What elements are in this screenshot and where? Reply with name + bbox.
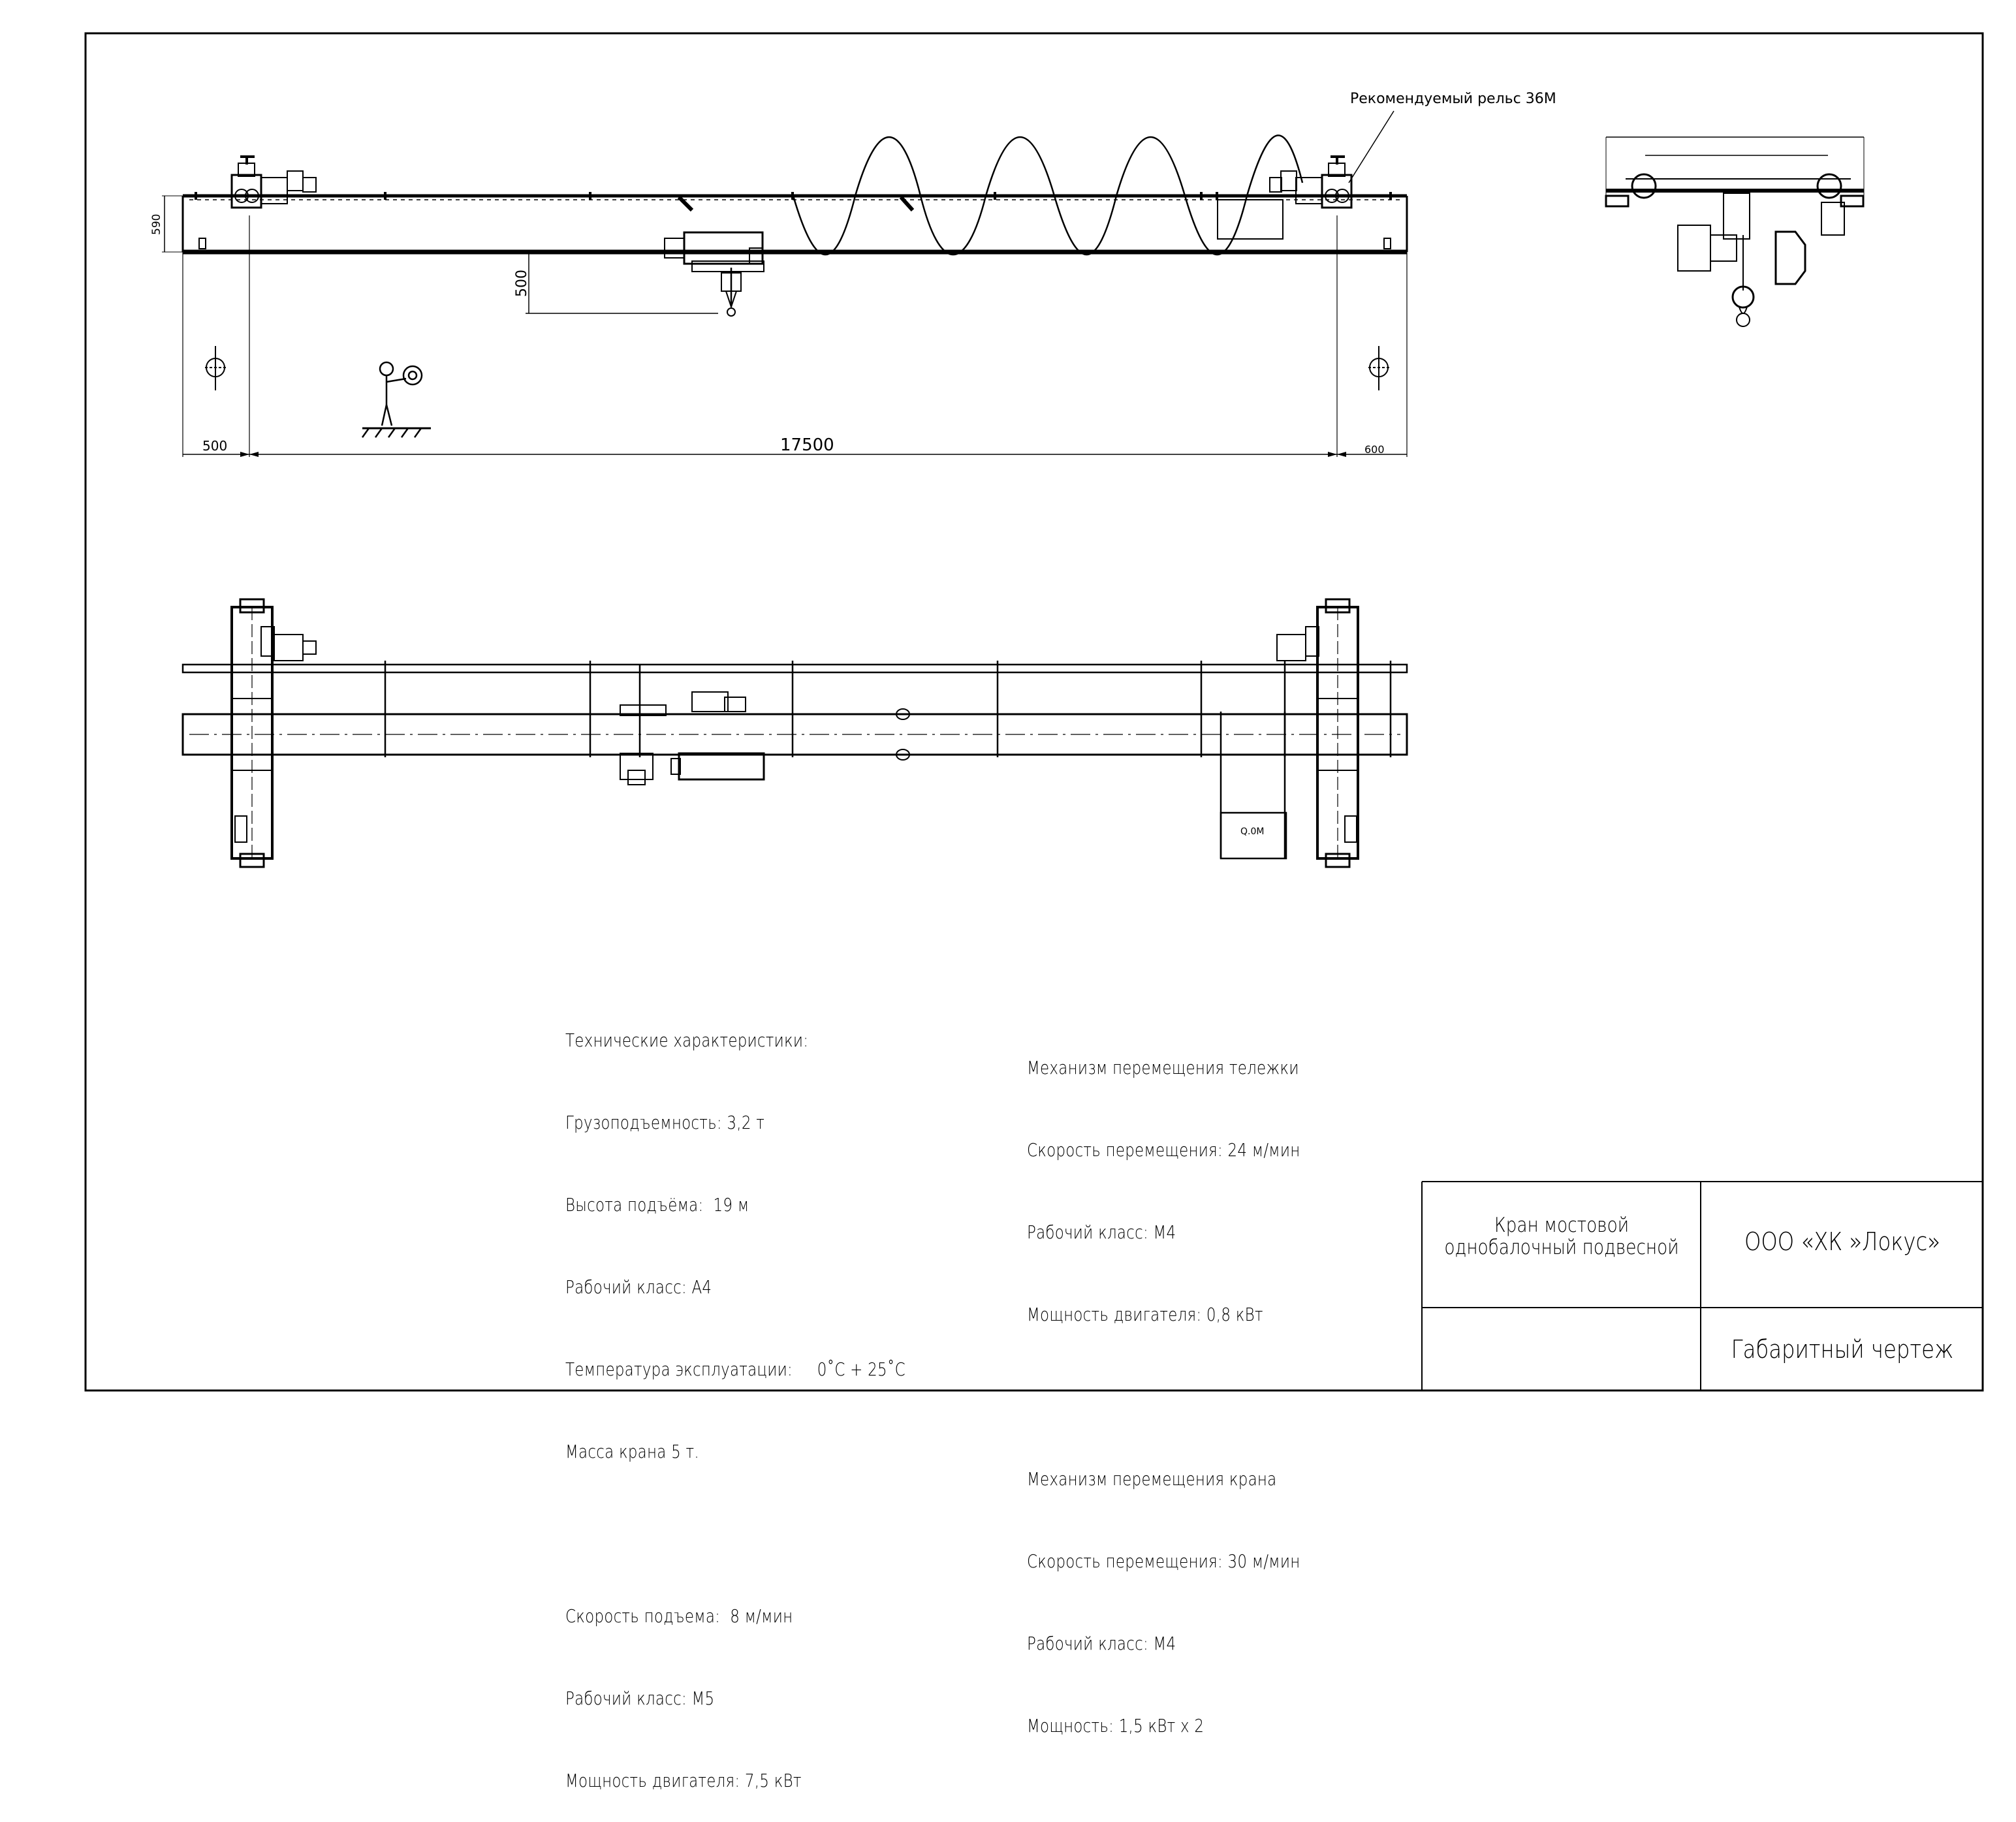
spec-line: Скорость перемещения: 24 м/мин bbox=[1027, 1139, 1300, 1161]
span-dimension: 17500 bbox=[780, 435, 834, 455]
spec-line bbox=[1027, 1383, 1300, 1411]
spec-line: Мощность двигателя: 7,5 кВт bbox=[565, 1770, 802, 1791]
spec-line: Технические характеристики: bbox=[565, 1029, 809, 1051]
specs-left: Технические характеристики: Грузоподъемн… bbox=[565, 972, 906, 1822]
spec-line: Мощность: 1,5 кВт х 2 bbox=[1027, 1715, 1205, 1736]
plan-view bbox=[181, 598, 1408, 868]
spec-line: Скорость перемещения: 30 м/мин bbox=[1027, 1550, 1300, 1572]
document-type: Габаритный чертеж bbox=[1731, 1335, 1954, 1364]
spec-line: Механизм перемещения крана bbox=[1027, 1468, 1277, 1490]
spec-line: Скорость подъема: 8 м/мин bbox=[565, 1605, 793, 1627]
height-dimension: 590 bbox=[150, 214, 163, 235]
operator-figure bbox=[361, 361, 431, 438]
crane-drawing: Рекомендуемый рельс 36М 590 500 500 1750… bbox=[84, 32, 1984, 1392]
spec-line: Рабочий класс: М5 bbox=[565, 1688, 715, 1709]
left-end-dimension: 500 bbox=[202, 438, 227, 454]
spec-line: Мощность двигателя: 0,8 кВт bbox=[1027, 1304, 1263, 1325]
product-name: Кран мостовой однобалочный подвесной bbox=[1444, 1214, 1679, 1259]
front-elevation bbox=[162, 110, 1408, 457]
product-name-line2: однобалочный подвесной bbox=[1444, 1236, 1679, 1259]
side-view bbox=[1605, 136, 1865, 327]
spec-line: Высота подъёма: 19 м bbox=[565, 1194, 749, 1216]
rail-label: Рекомендуемый рельс 36М bbox=[1350, 91, 1556, 107]
spec-line: Масса крана 5 т. bbox=[565, 1441, 699, 1462]
cable-box-marker: Q.0M bbox=[1240, 826, 1264, 837]
spec-line: Грузоподъемность: 3,2 т bbox=[565, 1112, 765, 1133]
spec-line: Рабочий класс: М4 bbox=[1027, 1633, 1176, 1654]
drawing-frame bbox=[84, 32, 1984, 1392]
spec-line: Температура эксплуатации: 0˚С + 25˚С bbox=[565, 1359, 906, 1380]
product-name-line1: Кран мостовой bbox=[1494, 1214, 1630, 1237]
spec-line: Рабочий класс: А4 bbox=[565, 1276, 712, 1298]
specs-right: Механизм перемещения тележки Скорость пе… bbox=[1027, 999, 1300, 1767]
hook-dimension: 500 bbox=[514, 270, 530, 297]
spec-line: Рабочий класс: М4 bbox=[1027, 1221, 1176, 1243]
title-block bbox=[1421, 1181, 1983, 1390]
right-end-dimension: 600 bbox=[1364, 443, 1385, 456]
spec-line: Механизм перемещения тележки bbox=[1027, 1057, 1299, 1078]
spec-line bbox=[565, 1520, 906, 1548]
company-name: ООО «ХК »Локус» bbox=[1744, 1227, 1941, 1256]
